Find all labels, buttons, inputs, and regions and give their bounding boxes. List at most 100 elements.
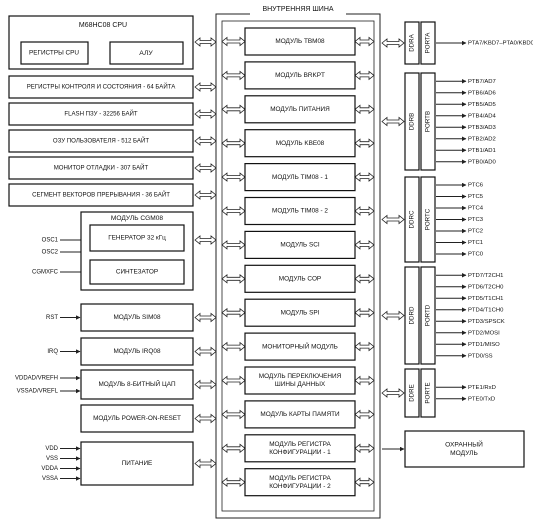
kbe08-module-label: МОДУЛЬ KBE08: [276, 140, 325, 147]
portd-pin-label: PTD1/MISO: [468, 342, 500, 348]
dac-block-bus-arrow: [194, 379, 217, 390]
tim08-1-module-bus-arrow-right: [354, 172, 375, 182]
tbm08-module-label: МОДУЛЬ TBM08: [275, 38, 325, 45]
generator-box: [89, 224, 185, 252]
irq08-block: [80, 337, 194, 366]
porte-ddr-box: [404, 368, 420, 418]
portd-port-box: [420, 266, 436, 365]
generator-label: ГЕНЕРАТОР 32 кГц: [108, 235, 166, 242]
spi-module-bus-arrow-left: [221, 307, 246, 318]
porta-bus-arrow: [381, 38, 405, 48]
kbe08-module-bus-arrow-left: [221, 138, 246, 149]
portb-pin-label: PTB0/AD0: [468, 159, 497, 165]
portd-pin-label: PTD6/T2CH0: [468, 284, 504, 290]
kbe08-module: [244, 129, 356, 158]
portd-pin-label: PTD5/T1CH1: [468, 296, 503, 302]
interrupt-vectors-block-bus-arrow: [194, 190, 217, 200]
ram-block-label: ОЗУ ПОЛЬЗОВАТЕЛЯ - 512 БАЙТ: [53, 137, 149, 145]
cpu-registers-label: РЕГИСТРЫ CPU: [29, 50, 79, 57]
alu-box: [109, 41, 184, 65]
config-register-1-module-label: КОНФИГУРАЦИИ - 1: [269, 449, 331, 456]
cgm-pin-label: OSC1: [42, 238, 59, 244]
portc-pin-label: PTC0: [468, 252, 484, 258]
power-on-reset-block-bus-arrow: [194, 413, 217, 424]
bus-switch-module: [244, 366, 356, 395]
interrupt-vectors-block-label: СЕГМЕНТ ВЕКТОРОВ ПРЕРЫВАНИЯ - 36 БАЙТ: [32, 191, 170, 199]
flash-block: [8, 102, 194, 126]
portc-pin-label: PTC5: [468, 194, 484, 200]
power-module: [244, 95, 356, 124]
config-register-2-module: [244, 468, 356, 497]
pin-label: VSSA: [42, 476, 58, 482]
tim08-1-module-label: МОДУЛЬ TIM08 - 1: [272, 174, 328, 181]
portb-pin-label: PTB6/AD6: [468, 90, 497, 96]
cop-module: [244, 264, 356, 293]
cpu-registers-box: [20, 41, 89, 65]
control-registers-block: [8, 75, 194, 99]
monitor-module: [244, 332, 356, 361]
monitor-module-bus-arrow-right: [354, 341, 375, 352]
config-register-1-module-bus-arrow-right: [354, 443, 375, 454]
monitor-module-bus-arrow-left: [221, 341, 246, 352]
sci-module-bus-arrow-right: [354, 240, 375, 250]
porta-ddr-label: DDRA: [409, 33, 416, 51]
config-register-2-module-bus-arrow-right: [354, 477, 375, 488]
cop-module-label: МОДУЛЬ COP: [279, 275, 321, 282]
spi-module: [244, 298, 356, 327]
pin-label: RST: [46, 315, 58, 321]
porte-pin-label: PTE0/TxD: [468, 396, 495, 402]
porte-port-label: PORTE: [425, 382, 432, 403]
porta-pin-label: PTA7/KBD7–PTA0/KBD0: [468, 41, 533, 47]
bus-switch-module-bus-arrow-right: [354, 375, 375, 386]
tim08-2-module: [244, 196, 356, 226]
control-registers-block-label: РЕГИСТРЫ КОНТРОЛЯ И СОСТОЯНИЯ - 64 БАЙТА: [27, 83, 177, 91]
sim08-block-label: МОДУЛЬ SIM08: [113, 314, 160, 321]
ram-block: [8, 129, 194, 153]
portd-pin-label: PTD0/SS: [468, 353, 493, 359]
power-supply-block: [80, 441, 194, 486]
power-supply-block-bus-arrow: [194, 458, 217, 469]
portc-pin-label: PTC2: [468, 229, 483, 235]
power-module-label: МОДУЛЬ ПИТАНИЯ: [270, 106, 330, 113]
brkpt-module: [244, 61, 356, 90]
config-register-1-module: [244, 434, 356, 463]
cpu-title: M68HC08 CPU: [79, 22, 127, 29]
porta-port-label: PORTA: [425, 32, 432, 54]
flash-block-label: FLASH ПЗУ - 32256 БАЙТ: [64, 110, 138, 118]
bus-switch-module-label: МОДУЛЬ ПЕРЕКЛЮЧЕНИЯ: [259, 373, 342, 380]
cgm-bus-arrow: [194, 235, 217, 245]
brkpt-module-bus-arrow-right: [354, 70, 375, 81]
portb-pin-label: PTB7/AD7: [468, 79, 496, 85]
config-register-2-module-label: МОДУЛЬ РЕГИСТРА: [269, 475, 331, 482]
porta-ddr-box: [404, 21, 420, 65]
dac-block: [80, 369, 194, 400]
irq08-block-label: МОДУЛЬ IRQ08: [113, 348, 160, 355]
sim08-block: [80, 303, 194, 332]
portc-pin-label: PTC3: [468, 217, 484, 223]
cgm-pin-label: OSC2: [42, 250, 59, 256]
portc-bus-arrow: [381, 214, 405, 225]
power-on-reset-block-label: МОДУЛЬ POWER-ON-RESET: [93, 415, 181, 422]
tim08-2-module-bus-arrow-left: [221, 206, 246, 216]
pin-label: VDDA: [41, 466, 58, 472]
debug-monitor-block-bus-arrow: [194, 163, 217, 173]
portd-pin-label: PTD4/T1CH0: [468, 307, 504, 313]
config-register-1-module-bus-arrow-left: [221, 443, 246, 454]
portb-bus-arrow: [381, 116, 405, 127]
portc-port-box: [420, 176, 436, 263]
portd-pin-label: PTD3/SPSCK: [468, 319, 505, 325]
portb-pin-label: PTB5/AD5: [468, 102, 497, 108]
pin-label: VDD: [45, 446, 58, 452]
tbm08-module-bus-arrow-right: [354, 36, 375, 47]
config-register-1-module-label: МОДУЛЬ РЕГИСТРА: [269, 441, 331, 448]
porte-ddr-label: DDRE: [409, 384, 416, 402]
control-registers-block-bus-arrow: [194, 82, 217, 92]
portb-ddr-label: DDRB: [409, 113, 416, 131]
synthesizer-label: СИНТЕЗАТОР: [116, 269, 158, 276]
irq08-block-bus-arrow: [194, 346, 217, 357]
power-on-reset-block: [80, 404, 194, 433]
sci-module: [244, 230, 356, 259]
portc-ddr-box: [404, 176, 420, 263]
memory-map-module-label: МОДУЛЬ КАРТЫ ПАМЯТИ: [260, 411, 340, 418]
spi-module-bus-arrow-right: [354, 307, 375, 318]
